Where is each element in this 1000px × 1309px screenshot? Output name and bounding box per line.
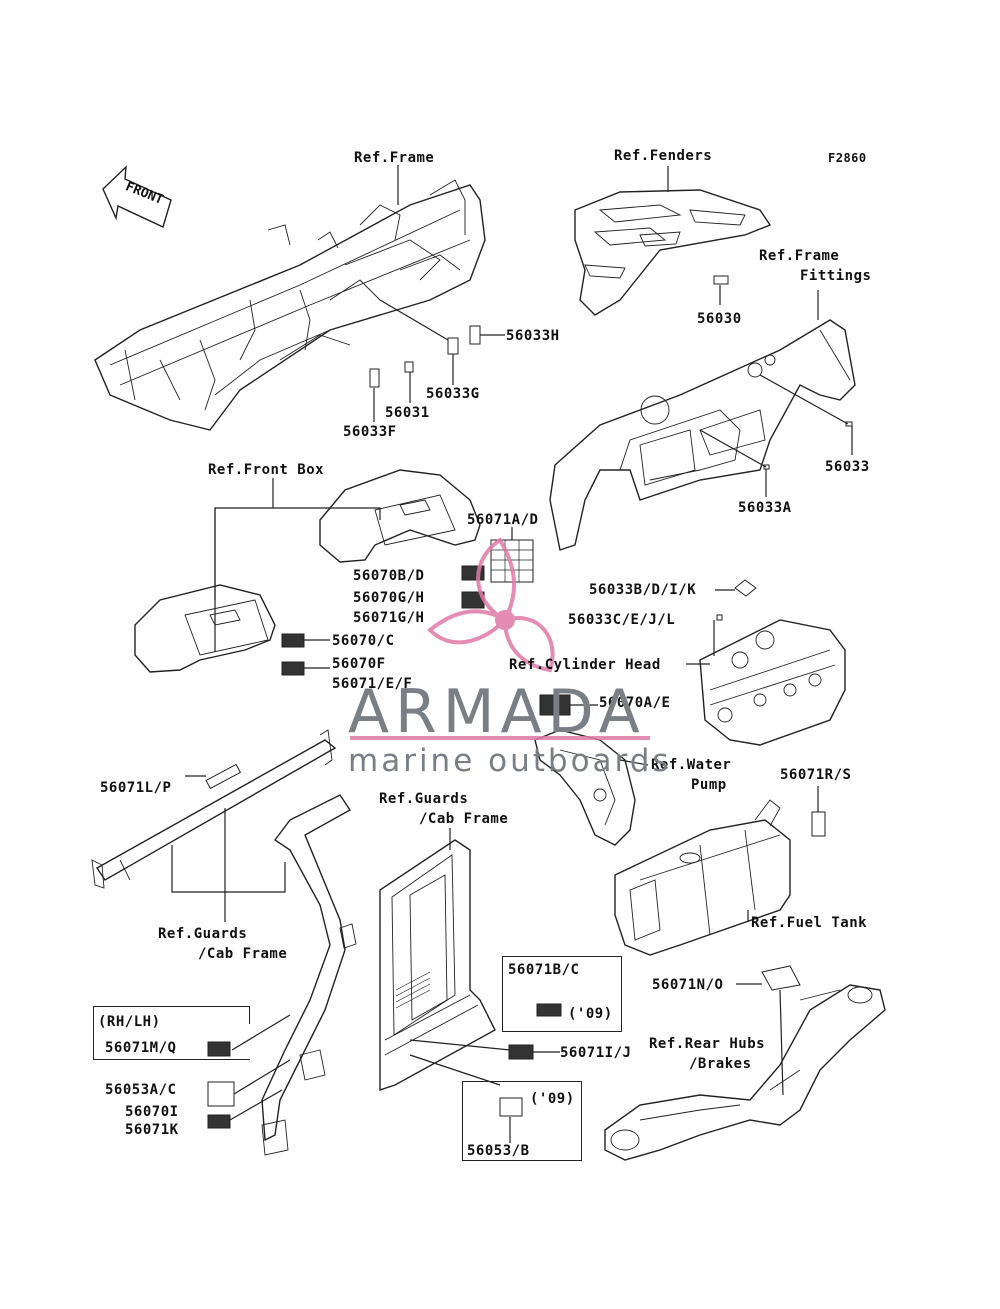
decal-56033CEJL xyxy=(716,614,723,621)
label-ref-guards-cab-left: Ref.Guards xyxy=(158,926,248,942)
decal-56033A xyxy=(763,464,770,470)
decal-56071NO xyxy=(761,965,801,991)
fuel-tank-part xyxy=(614,799,791,956)
label-56033BDIK: 56033B/D/I/K xyxy=(589,582,697,598)
watermark-title: ARMADA xyxy=(348,677,646,747)
decal-56033BDIK xyxy=(734,579,757,597)
fenders-part xyxy=(574,189,772,316)
decal-56071BC xyxy=(536,1003,562,1017)
label-ref-guards-cab-left-2: /Cab Frame xyxy=(198,946,288,962)
decal-56053B xyxy=(499,1097,523,1117)
decal-56033 xyxy=(845,421,853,427)
label-56033H: 56033H xyxy=(506,328,560,344)
label-year-09-a: ('09) xyxy=(568,1006,613,1022)
label-56070C: 56070/C xyxy=(332,633,395,649)
label-ref-fenders: Ref.Fenders xyxy=(614,148,713,164)
watermark-subtitle: marine outboards xyxy=(348,743,672,779)
decal-56033G xyxy=(447,337,459,355)
label-56070GH: 56070G/H xyxy=(353,590,425,606)
label-56031: 56031 xyxy=(385,405,430,421)
label-56033G: 56033G xyxy=(426,386,480,402)
label-ref-frame: Ref.Frame xyxy=(354,150,435,166)
label-56070F: 56070F xyxy=(332,656,386,672)
label-56071NO: 56071N/O xyxy=(652,977,724,993)
figure-code: F2860 xyxy=(828,151,867,165)
decal-56030 xyxy=(713,275,729,285)
label-56070BD: 56070B/D xyxy=(353,568,425,584)
label-56070AE: 56070A/E xyxy=(599,695,671,711)
label-56071MQ: 56071M/Q xyxy=(105,1040,177,1056)
label-56071BC: 56071B/C xyxy=(508,962,580,978)
decal-56031 xyxy=(404,361,414,373)
label-56033F: 56033F xyxy=(343,424,397,440)
decal-56071IJ xyxy=(508,1044,534,1060)
label-56071AD: 56071A/D xyxy=(467,512,539,528)
label-ref-rear-hubs: Ref.Rear Hubs xyxy=(649,1036,766,1052)
label-ref-frame-fittings-2: Fittings xyxy=(800,268,872,284)
label-56071RS: 56071R/S xyxy=(780,767,852,783)
box-56071BC xyxy=(502,956,622,1032)
frame-part xyxy=(94,179,486,431)
frame-fittings-part xyxy=(549,319,856,551)
decal-56071MQ xyxy=(207,1041,231,1057)
guard-bar-part xyxy=(91,729,337,889)
decal-56070C xyxy=(281,633,305,648)
label-ref-guards-cab-2: /Cab Frame xyxy=(419,811,509,827)
label-56033A: 56033A xyxy=(738,500,792,516)
label-ref-water-pump-2: Pump xyxy=(691,777,727,793)
label-ref-frame-fittings: Ref.Frame xyxy=(759,248,840,264)
label-ref-guards-cab: Ref.Guards xyxy=(379,791,469,807)
label-ref-fuel-tank: Ref.Fuel Tank xyxy=(751,915,868,931)
front-box-part xyxy=(134,469,481,673)
label-56071LP: 56071L/P xyxy=(100,780,172,796)
decal-56070I xyxy=(207,1114,231,1129)
label-56071EF: 56071/E/F xyxy=(332,676,413,692)
rear-hubs-part xyxy=(604,984,886,1161)
decal-56053AC xyxy=(207,1081,235,1107)
label-ref-cylinder-head: Ref.Cylinder Head xyxy=(509,657,661,673)
decal-56033H xyxy=(469,325,481,345)
label-56070I: 56070I xyxy=(125,1104,179,1120)
cylinder-head-part xyxy=(699,619,846,746)
label-56053B: 56053/B xyxy=(467,1143,530,1159)
decal-56071RS xyxy=(811,811,826,837)
front-arrow-icon: FRONT xyxy=(102,165,172,228)
label-ref-water-pump: Ref.Water xyxy=(651,757,732,773)
box-56053B xyxy=(462,1081,582,1161)
decal-56033F xyxy=(369,368,380,388)
label-56033CEJL: 56033C/E/J/L xyxy=(568,612,676,628)
label-rh-lh: (RH/LH) xyxy=(98,1014,161,1030)
label-56071K: 56071K xyxy=(125,1122,179,1138)
cab-frame-part xyxy=(379,839,496,1091)
decal-56071LP xyxy=(205,763,242,790)
label-56030: 56030 xyxy=(697,311,742,327)
label-56071IJ: 56071I/J xyxy=(560,1045,632,1061)
label-ref-rear-hubs-2: /Brakes xyxy=(689,1056,752,1072)
label-56053AC: 56053A/C xyxy=(105,1082,177,1098)
box-rh-lh xyxy=(93,1006,250,1060)
label-56033: 56033 xyxy=(825,459,870,475)
label-56071GH: 56071G/H xyxy=(353,610,425,626)
armada-logo-icon xyxy=(427,537,555,673)
box-rh-lh-right xyxy=(249,1006,250,1024)
cab-tube-part xyxy=(261,794,357,1156)
label-year-09-b: ('09) xyxy=(530,1091,575,1107)
decal-56070F xyxy=(281,661,305,676)
label-ref-front-box: Ref.Front Box xyxy=(208,462,325,478)
